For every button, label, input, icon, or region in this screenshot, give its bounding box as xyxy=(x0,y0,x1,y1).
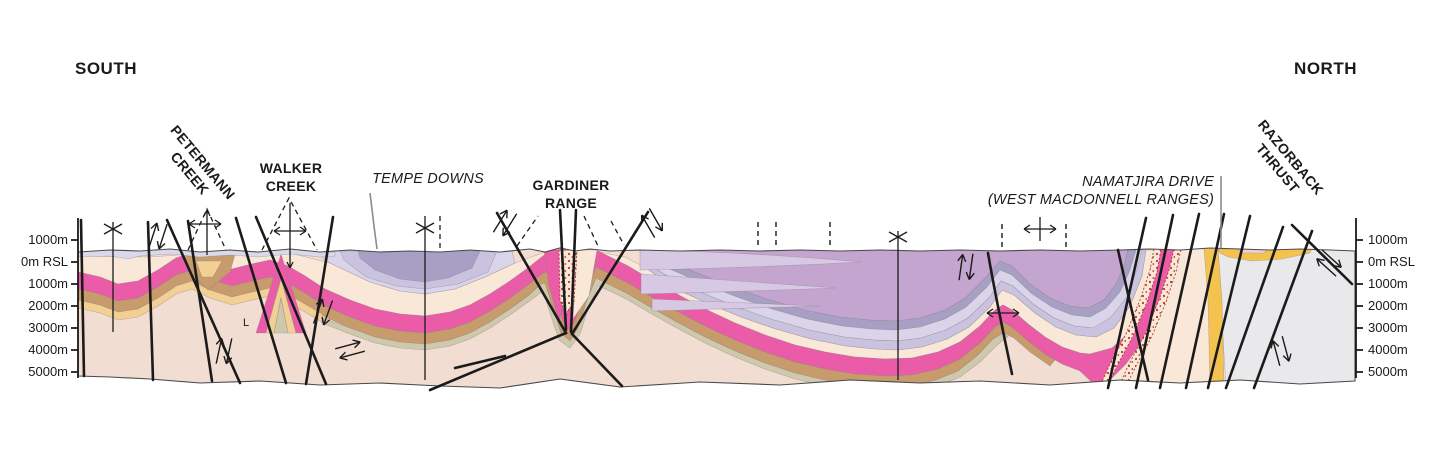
petermann-core-yellow xyxy=(195,260,223,278)
fault-line xyxy=(146,220,155,382)
anticline-axis-petermann xyxy=(203,209,211,255)
fault-lines xyxy=(79,208,1354,392)
section-outline xyxy=(77,247,1356,389)
scale-label: 4000m xyxy=(1368,342,1408,357)
fault-line xyxy=(570,210,650,388)
fault-line xyxy=(1116,248,1150,382)
unit-label-l: L xyxy=(243,317,249,329)
slip-arrows-icon xyxy=(636,205,668,241)
label-namatjira-line1: NAMATJIRA DRIVE xyxy=(1082,174,1214,190)
fault-line xyxy=(558,208,568,332)
fold-projection-dashed xyxy=(610,220,625,246)
scale-label: 1000m xyxy=(1368,232,1408,247)
label-gardiner-line2: RANGE xyxy=(545,195,597,211)
scale-ticks xyxy=(71,239,78,373)
walker-chevron-olive xyxy=(273,298,289,334)
scale-label: 0m RSL xyxy=(1368,254,1415,269)
scale-label: 3000m xyxy=(28,320,68,335)
fault-line xyxy=(254,215,328,386)
label-walker-line2: CREEK xyxy=(266,178,317,194)
scale-label: 1000m xyxy=(28,232,68,247)
razorback-thrust-fault xyxy=(1290,223,1354,286)
geology-units xyxy=(78,248,1355,388)
anticline-arrow-icon xyxy=(188,219,222,229)
scale-label: 2000m xyxy=(1368,298,1408,313)
fault-line xyxy=(1134,213,1175,390)
scale-labels-left: 1000m 0m RSL 1000m 2000m 3000m 4000m 500… xyxy=(21,232,68,379)
leader-lines xyxy=(369,176,1222,250)
layer-gray-basement xyxy=(1217,248,1355,387)
anticline-axis-walker xyxy=(286,203,294,269)
label-north: NORTH xyxy=(1294,59,1357,78)
scale-ticks xyxy=(1356,239,1363,373)
fault-line xyxy=(234,216,288,385)
label-gardiner-line1: GARDINER xyxy=(532,177,609,193)
fault-line xyxy=(1106,216,1148,390)
scale-label: 2000m xyxy=(28,298,68,313)
fold-symbols xyxy=(103,196,1067,380)
razorback-breccia-east xyxy=(1118,248,1182,387)
fault-line xyxy=(1252,229,1314,390)
scale-label: 5000m xyxy=(28,364,68,379)
layer-olive xyxy=(319,277,1009,388)
purple-tongue xyxy=(651,298,821,312)
elevation-scale-right xyxy=(1355,218,1363,378)
scale-label: 3000m xyxy=(1368,320,1408,335)
slip-arrows-icon xyxy=(489,205,521,241)
fault-line xyxy=(1158,212,1201,390)
purple-tongue xyxy=(639,249,863,271)
fault-line xyxy=(186,219,214,383)
fault-line xyxy=(428,211,568,392)
label-south: SOUTH xyxy=(75,59,137,78)
fault-line xyxy=(986,251,1014,376)
fault-line xyxy=(79,218,86,378)
scale-labels-right: 1000m 0m RSL 1000m 2000m 3000m 4000m 500… xyxy=(1368,232,1415,379)
scale-label: 0m RSL xyxy=(21,254,68,269)
fold-projection-dashed xyxy=(261,196,318,251)
fold-projection-dashed xyxy=(516,215,539,247)
form-line-dashed xyxy=(757,222,1067,248)
scale-label: 1000m xyxy=(28,276,68,291)
basin-lavender-mid-band xyxy=(643,249,1147,351)
fold-projection-dashed xyxy=(187,207,227,251)
label-namatjira-line2: (WEST MACDONNELL RANGES) xyxy=(988,192,1214,208)
razorback-breccia-west xyxy=(1099,248,1162,387)
tempe-leader-line xyxy=(369,192,378,250)
purple-tongue xyxy=(640,273,837,295)
fault-line xyxy=(1184,212,1226,390)
fault-line xyxy=(304,215,335,386)
elevation-scale-left xyxy=(71,218,79,378)
fault-line xyxy=(569,208,578,334)
scale-label: 5000m xyxy=(1368,364,1408,379)
label-petermann-creek: PETERMANN CREEK xyxy=(167,122,238,202)
fold-projection-dashed xyxy=(583,215,599,247)
scale-label: 1000m xyxy=(1368,276,1408,291)
fault-line xyxy=(1224,225,1285,390)
scale-label: 4000m xyxy=(28,342,68,357)
label-walker-line1: WALKER xyxy=(260,160,322,176)
fault-line xyxy=(453,354,507,370)
label-tempe-downs: TEMPE DOWNS xyxy=(372,171,484,187)
fault-line xyxy=(1206,214,1252,390)
label-razorback-thrust: RAZORBACK THRUST xyxy=(1253,116,1327,197)
